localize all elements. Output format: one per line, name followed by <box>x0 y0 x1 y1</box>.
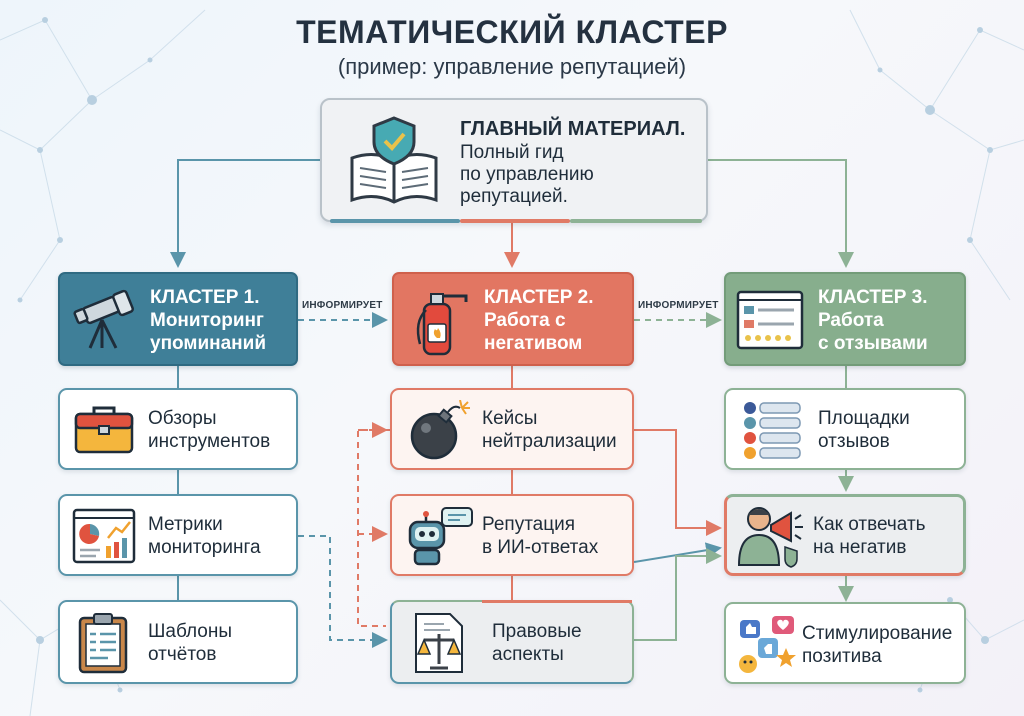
cluster-1-item-3[interactable]: Шаблоны отчётов <box>58 600 298 684</box>
cluster-2-item-1-label: Кейсы нейтрализации <box>482 408 617 452</box>
cluster-3-header[interactable]: КЛАСТЕР 3. Работа с отзывами <box>724 272 966 366</box>
person-megaphone-icon <box>737 507 803 568</box>
cluster-1-header[interactable]: КЛАСТЕР 1. Мониторинг упоминаний <box>58 272 298 366</box>
cluster-1-item-1[interactable]: Обзоры инструментов <box>58 388 298 470</box>
informs-label-1: ИНФОРМИРУЕТ <box>302 300 383 311</box>
cluster-2-item-2-label: Репутация в ИИ-ответах <box>482 514 599 558</box>
clipboard-report-icon <box>78 613 128 674</box>
cluster-2-item-2[interactable]: Репутация в ИИ-ответах <box>390 494 634 576</box>
main-material-description: Полный гид по управлению репутацией. <box>460 142 594 207</box>
review-window-icon <box>736 290 804 350</box>
cluster-1-item-2-label: Метрики мониторинга <box>148 514 261 558</box>
cluster-1-item-3-label: Шаблоны отчётов <box>148 621 233 665</box>
cluster-3-item-1[interactable]: Площадки отзывов <box>724 388 966 470</box>
cluster-2-item-1[interactable]: Кейсы нейтрализации <box>390 388 634 470</box>
cluster-2-header[interactable]: КЛАСТЕР 2. Работа с негативом <box>392 272 634 366</box>
page-subtitle: (пример: управление репутацией) <box>337 54 687 79</box>
main-material-title: ГЛАВНЫЙ МАТЕРИАЛ. <box>460 118 686 140</box>
telescope-icon <box>73 289 134 349</box>
cluster-3-item-3[interactable]: Стимулирование позитива <box>724 602 966 684</box>
informs-label-2: ИНФОРМИРУЕТ <box>638 300 719 311</box>
cluster-1-item-1-label: Обзоры инструментов <box>148 408 271 452</box>
cluster-2-item-3[interactable]: Правовые аспекты <box>390 600 634 684</box>
book-shield-icon <box>350 116 438 204</box>
cluster-3-item-2[interactable]: Как отвечать на негатив <box>724 494 966 576</box>
cluster-2-item-3-label: Правовые аспекты <box>492 621 582 665</box>
toolbox-icon <box>74 406 134 454</box>
robot-icon <box>408 507 473 566</box>
fire-extinguisher-icon <box>416 293 468 356</box>
cluster-3-item-3-label: Стимулирование позитива <box>802 623 953 667</box>
cluster-3-title: КЛАСТЕР 3. Работа с отзывами <box>818 287 928 354</box>
main-material-card[interactable]: ГЛАВНЫЙ МАТЕРИАЛ. Полный гид по управлен… <box>320 98 708 223</box>
cluster-2-title: КЛАСТЕР 2. Работа с негативом <box>484 287 594 354</box>
cluster-3-item-1-label: Площадки отзывов <box>818 408 910 452</box>
scales-document-icon <box>415 613 463 673</box>
cluster-1-title: КЛАСТЕР 1. Мониторинг упоминаний <box>150 287 267 354</box>
page-title: ТЕМАТИЧЕСКИЙ КЛАСТЕР <box>296 14 728 50</box>
analytics-dashboard-icon <box>72 508 136 564</box>
review-platforms-icon <box>744 402 801 459</box>
bomb-icon <box>410 400 470 460</box>
cluster-1-item-2[interactable]: Метрики мониторинга <box>58 494 298 576</box>
cluster-3-item-2-label: Как отвечать на негатив <box>813 514 926 558</box>
reactions-icon <box>739 616 796 673</box>
